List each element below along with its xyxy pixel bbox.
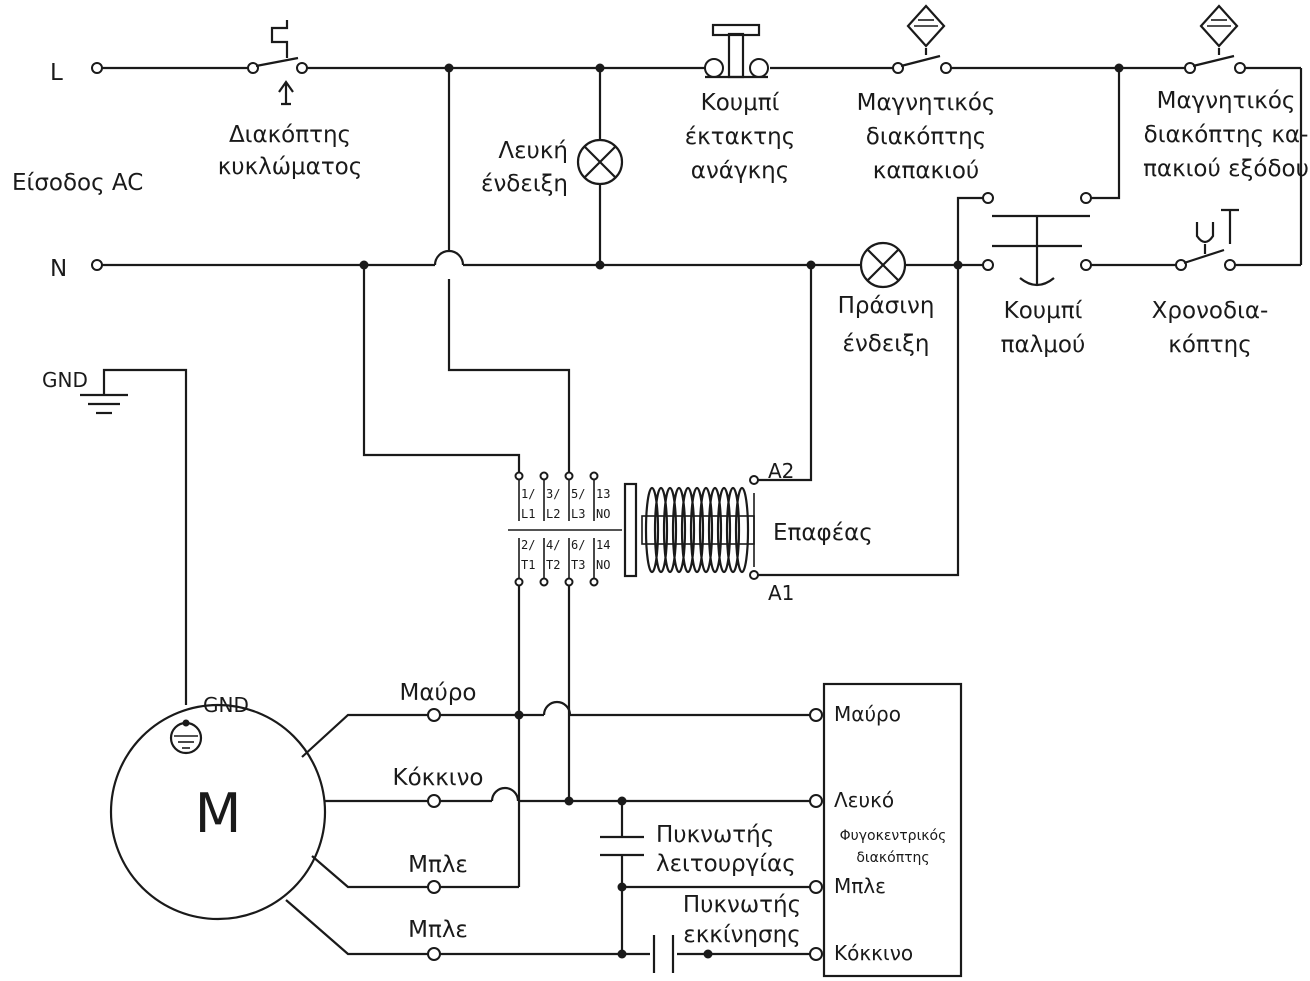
- pole-bottom-num: 4/: [546, 538, 560, 552]
- pulse-button: [982, 192, 1092, 287]
- contactor-bottom-terminal: [539, 577, 549, 587]
- line-n-rail: [91, 249, 1301, 271]
- pole-bottom-num: 6/: [571, 538, 585, 552]
- cs-terminal-black: Μαύρο: [834, 702, 901, 726]
- green-lamp-label-1: Πράσινη: [838, 293, 935, 319]
- green-lamp-label-2: ένδειξη: [843, 331, 930, 357]
- pole-top-id: L1: [521, 507, 535, 521]
- pole-bottom-num: 14: [596, 538, 610, 552]
- outlet-magnetic-switch: [1184, 4, 1246, 74]
- pole-top-num: 3/: [546, 487, 560, 501]
- pole-top-id: L3: [571, 507, 585, 521]
- contactor-top-terminal: [514, 471, 524, 481]
- emergency-label-2: έκτακτης: [685, 124, 795, 150]
- pole-top-num: 1/: [521, 487, 535, 501]
- pole-bottom-num: 2/: [521, 538, 535, 552]
- pole-bottom-id: T2: [546, 558, 560, 572]
- emergency-label-1: Κουμπί: [701, 90, 780, 116]
- pole-top-num: 5/: [571, 487, 585, 501]
- label-n: N: [50, 256, 67, 282]
- coil-a1-label: A1: [768, 581, 794, 605]
- cs-terminal-red: Κόκκινο: [834, 941, 913, 965]
- gnd-label-motor: GND: [203, 693, 249, 717]
- green-lamp: [859, 241, 907, 289]
- pole-bottom-id: NO: [596, 558, 610, 572]
- white-lamp: [576, 68, 624, 265]
- pole-bottom-id: T3: [571, 558, 585, 572]
- timer-label-2: κόπτης: [1168, 332, 1251, 358]
- outlet-switch-label-1: Μαγνητικός: [1157, 88, 1296, 114]
- ground-symbol-top: [80, 368, 188, 705]
- lid-switch-label-1: Μαγνητικός: [857, 90, 996, 116]
- motor: [109, 703, 327, 921]
- cs-title-1: Φυγοκεντρικός: [840, 828, 947, 844]
- lid-magnetic-switch: [892, 4, 952, 74]
- wire-label-red: Κόκκινο: [393, 765, 484, 791]
- pole-top-id: NO: [596, 507, 610, 521]
- centrifugal-switch-box: [809, 682, 963, 978]
- pole-top-id: L2: [546, 507, 560, 521]
- run-cap-label-2: λειτουργίας: [656, 851, 796, 877]
- lid-switch-label-3: καπακιού: [873, 158, 979, 184]
- motor-label: M: [195, 782, 242, 845]
- pulse-label-1: Κουμπί: [1004, 298, 1083, 324]
- contactor-bottom-terminal: [589, 577, 599, 587]
- timer-label-1: Χρονοδια-: [1152, 298, 1269, 324]
- outlet-switch-label-2: διακόπτης κα-: [1144, 122, 1309, 148]
- run-cap-label-1: Πυκνωτής: [656, 822, 774, 848]
- contactor-top-terminal: [564, 471, 574, 481]
- wire-label-black: Μαύρο: [400, 680, 477, 706]
- outlet-switch-label-3: πακιού εξόδου: [1143, 156, 1309, 182]
- breaker-label-2: κυκλώματος: [218, 154, 363, 180]
- circuit-breaker: [247, 20, 308, 106]
- terminal-blue-1: [427, 880, 441, 894]
- contactor-top-terminal: [539, 471, 549, 481]
- terminal-red: [427, 794, 441, 808]
- label-ac-input: Είσοδος AC: [12, 170, 143, 196]
- timer-switch: [1175, 208, 1239, 271]
- cs-terminal-white: Λευκό: [834, 788, 894, 812]
- contactor-bottom-terminal: [564, 577, 574, 587]
- coil-a2-label: A2: [768, 459, 794, 483]
- terminal-blue-2: [427, 947, 441, 961]
- terminal-black: [427, 708, 441, 722]
- wire-label-blue-1: Μπλε: [408, 852, 468, 878]
- start-cap-label-2: εκκίνησης: [683, 922, 800, 948]
- emergency-label-3: ανάγκης: [691, 158, 789, 184]
- start-cap-label-1: Πυκνωτής: [683, 892, 801, 918]
- run-capacitor: [600, 796, 810, 959]
- contactor-bottom-terminal: [514, 577, 524, 587]
- start-capacitor: [652, 935, 713, 973]
- pole-bottom-id: T1: [521, 558, 535, 572]
- cs-title-2: διακόπτης: [856, 850, 929, 866]
- breaker-label-1: Διακόπτης: [229, 122, 351, 148]
- emergency-button: [704, 23, 769, 79]
- white-lamp-label-2: ένδειξη: [481, 171, 568, 197]
- lid-switch-label-2: διακόπτης: [866, 124, 986, 150]
- contactor-top-terminal: [589, 471, 599, 481]
- gnd-label-top: GND: [42, 368, 88, 392]
- wire-label-blue-2: Μπλε: [408, 917, 468, 943]
- white-lamp-label-1: Λευκή: [498, 138, 568, 164]
- cs-terminal-blue: Μπλε: [834, 874, 886, 898]
- pole-top-num: 13: [596, 487, 610, 501]
- line-l-rail: [91, 62, 1303, 265]
- contactor-label: Επαφέας: [773, 520, 873, 546]
- pulse-label-2: παλμού: [1001, 332, 1086, 358]
- label-l: L: [50, 60, 63, 86]
